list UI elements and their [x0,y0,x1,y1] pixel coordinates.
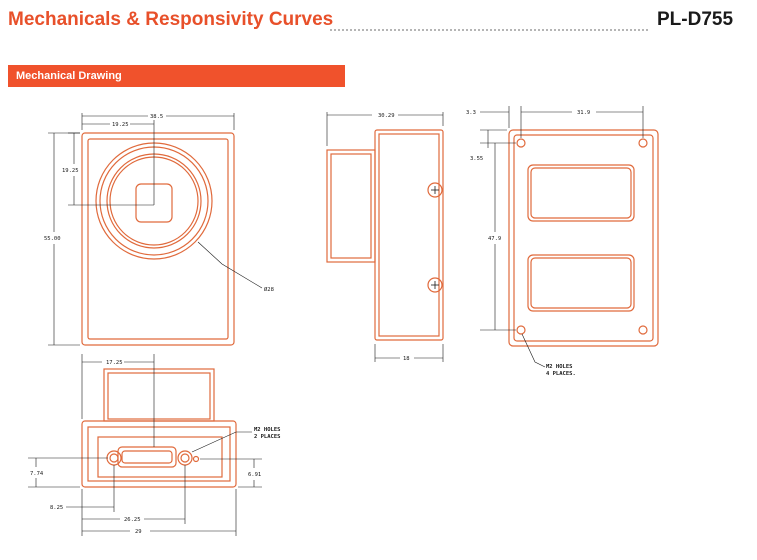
back-hole-y-offset-dim: 3.55 [470,156,483,162]
back-holes-note-line1: M2 HOLES [546,364,573,370]
front-width-dim: 38.5 [150,114,163,120]
bottom-left-height-dim: 7.74 [30,471,44,477]
page-title: Mechanicals & Responsivity Curves [8,9,334,30]
dotted-leader [330,29,648,31]
back-view-outline [508,129,659,347]
side-depth-dim: 30.29 [378,113,395,119]
back-hole-x-dim: 31.9 [577,110,590,116]
bottom-view-outline [81,368,237,488]
back-holes-note-line2: 4 PLACES. [546,371,576,377]
model-name: PL-D755 [657,9,734,30]
back-edge-dim: 3.3 [466,110,476,116]
bottom-hole2-dim: 26.25 [124,517,141,523]
bottom-holes-note-line2: 2 PLACES [254,434,281,440]
back-hole-y-dim: 47.9 [488,236,501,242]
section-title: Mechanical Drawing [16,70,122,82]
side-view-outline [326,129,444,341]
bottom-holes-note-line1: M2 HOLES [254,427,281,433]
front-height-dim: 55.00 [44,236,61,242]
bottom-hole1-dim: 8.25 [50,505,63,511]
side-body-depth-dim: 18 [403,356,410,362]
front-lens-x-dim: 19.25 [112,122,129,128]
bottom-offset-dim: 17.25 [106,360,123,366]
front-diameter-dim: Ø28 [264,286,274,293]
bottom-width-dim: 29 [135,529,142,535]
bottom-right-height-dim: 6.91 [248,472,261,478]
page-header: Mechanicals & Responsivity Curves PL-D75… [0,0,757,50]
front-lens-y-dim: 19.25 [62,168,79,174]
section-banner: Mechanical Drawing [8,65,345,87]
front-view-outline [81,132,235,346]
